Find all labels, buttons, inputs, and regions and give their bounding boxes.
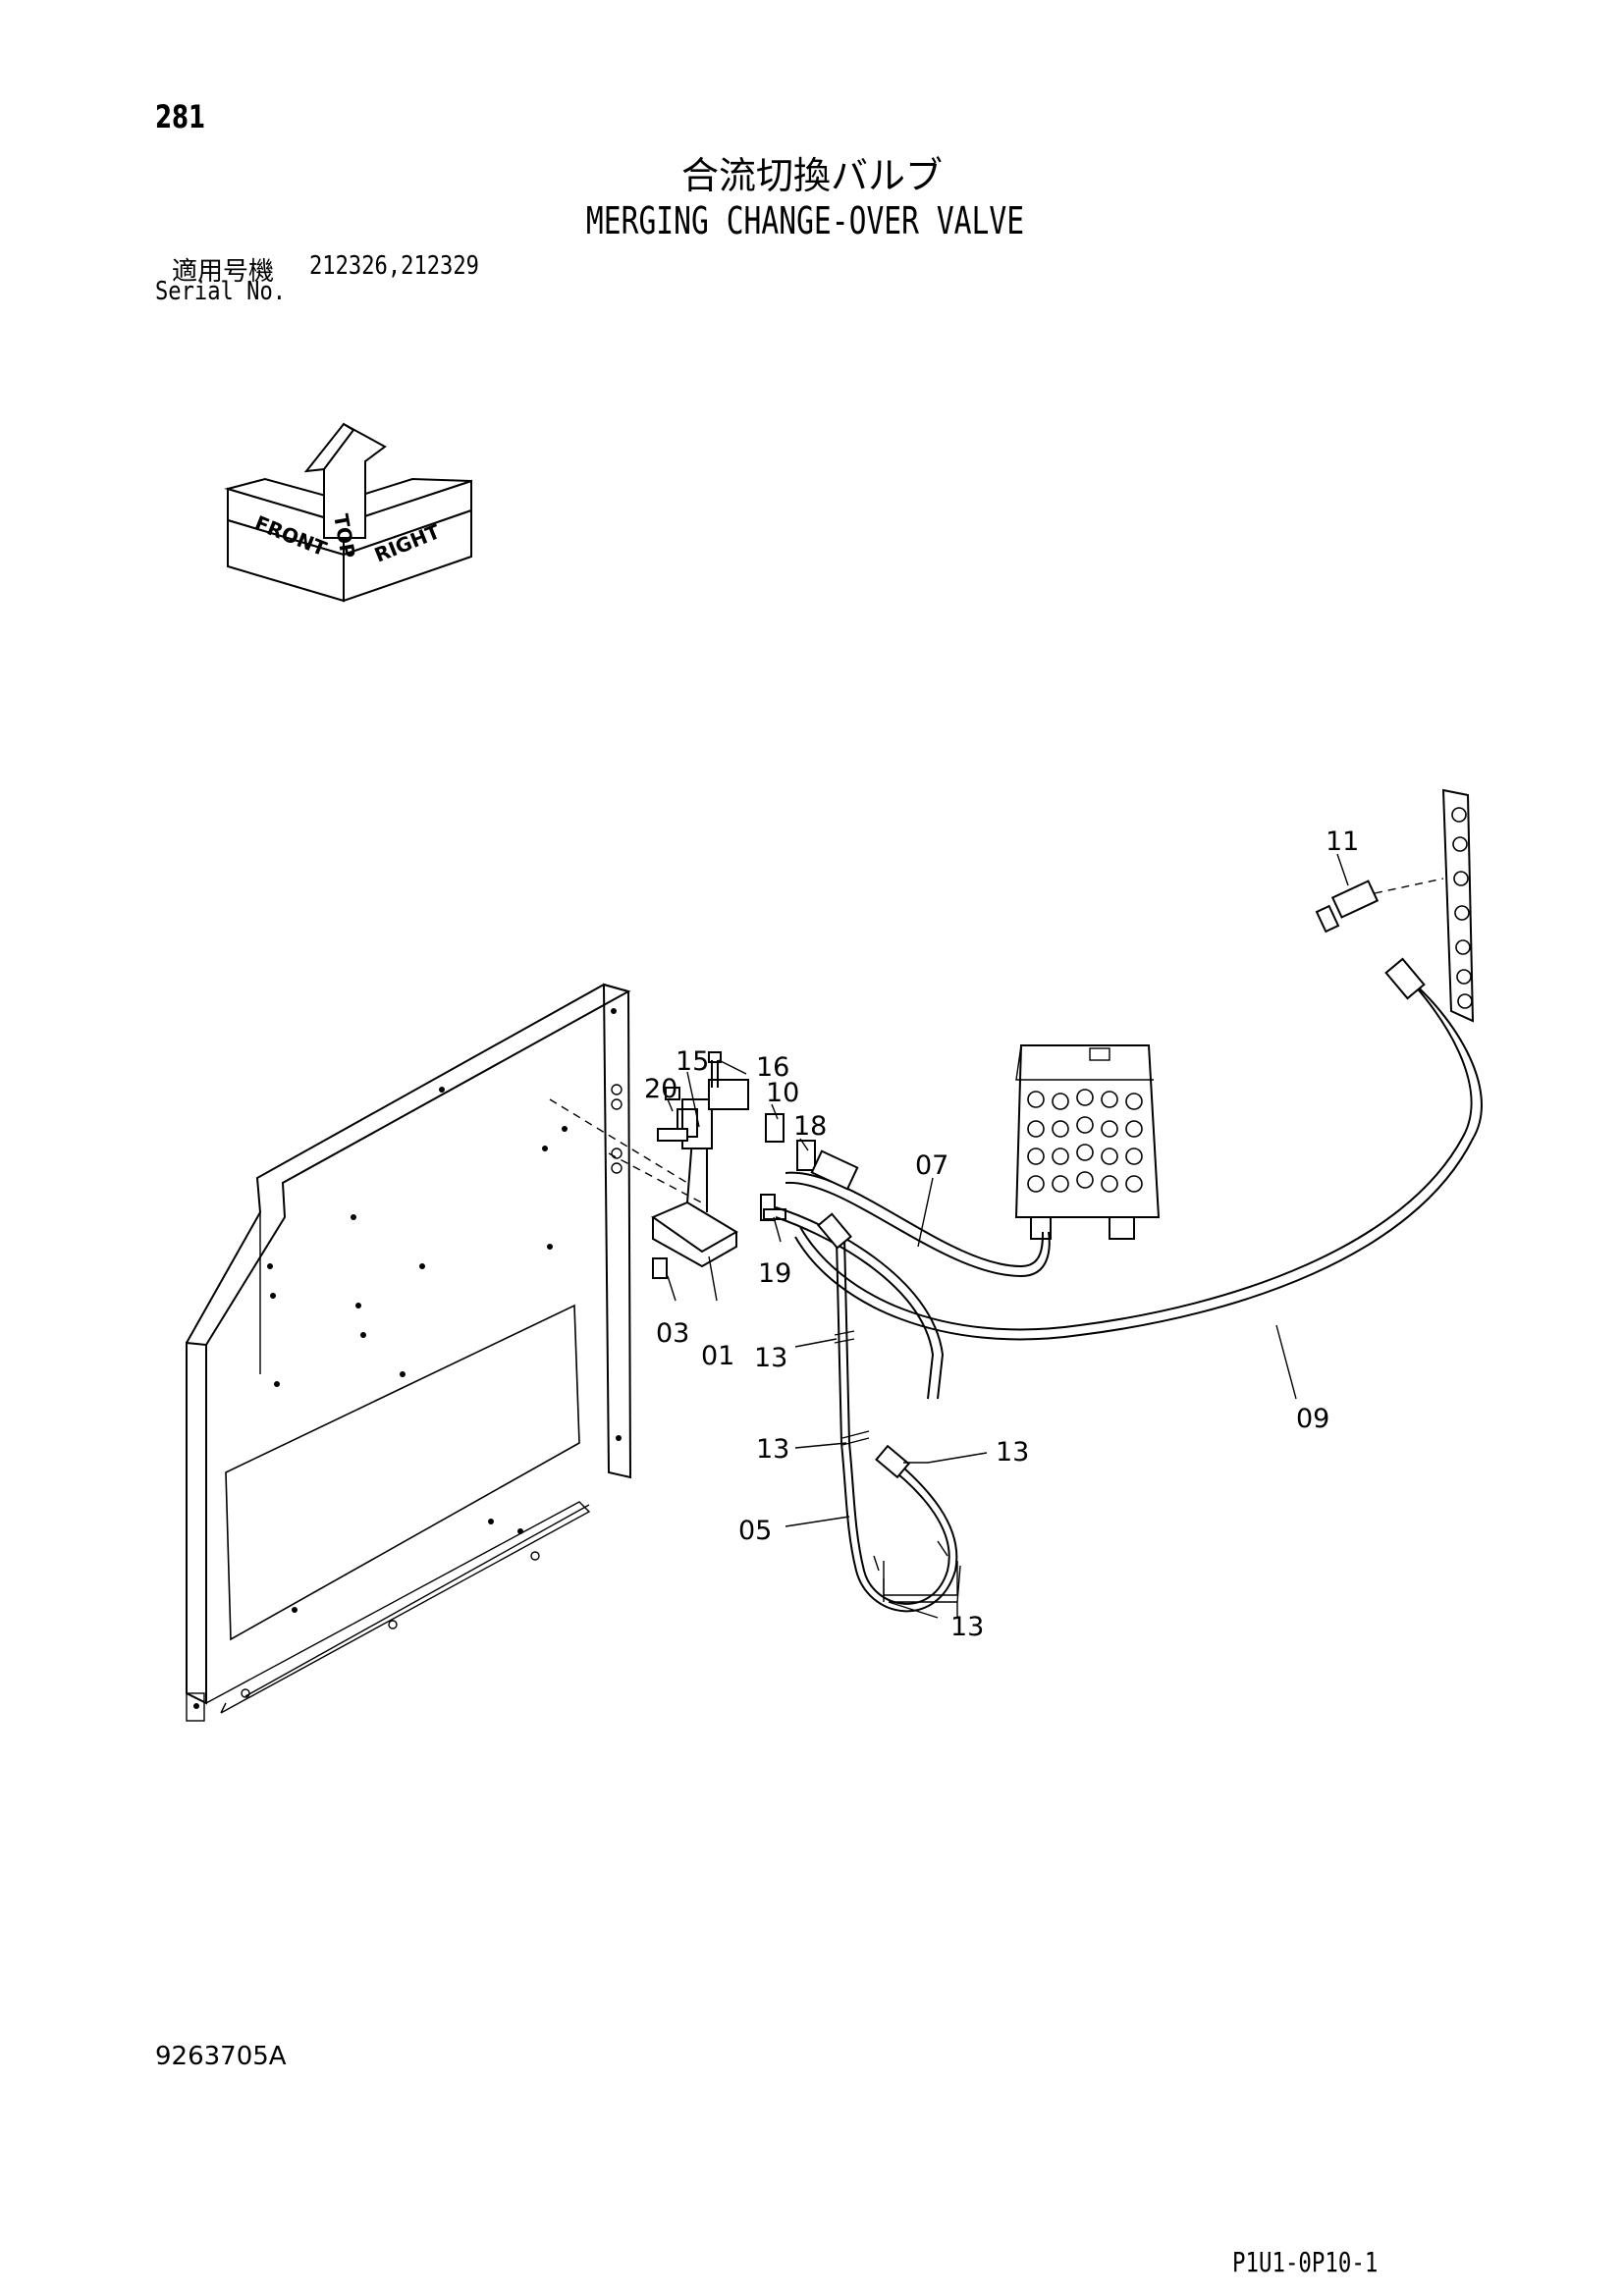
callout-18: 18 xyxy=(793,1111,827,1142)
callout-10: 10 xyxy=(766,1078,799,1108)
leader-lines xyxy=(667,853,1349,1619)
title-english: MERGING CHANGE-OVER VALVE xyxy=(585,199,1025,242)
orientation-arrows-icon: TOP FRONT RIGHT xyxy=(224,422,472,603)
callout-19: 19 xyxy=(758,1258,791,1289)
page-code: P1U1-0P10-1 xyxy=(1232,2246,1379,2278)
callout-09: 09 xyxy=(1296,1404,1329,1434)
callout-03: 03 xyxy=(656,1318,689,1349)
callout-11: 11 xyxy=(1326,827,1359,857)
callout-01: 01 xyxy=(701,1341,734,1371)
right-manifold xyxy=(1315,788,1475,1023)
callout-13-lower: 13 xyxy=(950,1612,984,1642)
serial-label-japanese: 適用号機 xyxy=(172,257,275,287)
callout-16: 16 xyxy=(756,1052,789,1083)
mounting-panel xyxy=(186,983,632,1722)
callout-20: 20 xyxy=(644,1074,677,1104)
control-valve-block xyxy=(1014,1044,1161,1240)
callout-07: 07 xyxy=(915,1150,948,1181)
serial-values: 212326,212329 xyxy=(309,251,479,281)
page-number: 281 xyxy=(155,98,206,135)
callout-13-middle: 13 xyxy=(756,1434,789,1465)
callout-15: 15 xyxy=(676,1046,709,1077)
callout-05: 05 xyxy=(738,1516,772,1546)
clamps xyxy=(834,1330,958,1596)
hoses xyxy=(775,957,1483,1613)
callout-13-right: 13 xyxy=(996,1437,1029,1468)
title-japanese: 合流切換バルブ xyxy=(680,154,943,197)
valve-assembly xyxy=(549,1051,816,1279)
drawing-number: 9263705A xyxy=(155,2042,287,2071)
callout-13-upper: 13 xyxy=(754,1343,787,1373)
serial-label-english: Serial No. xyxy=(155,277,287,306)
